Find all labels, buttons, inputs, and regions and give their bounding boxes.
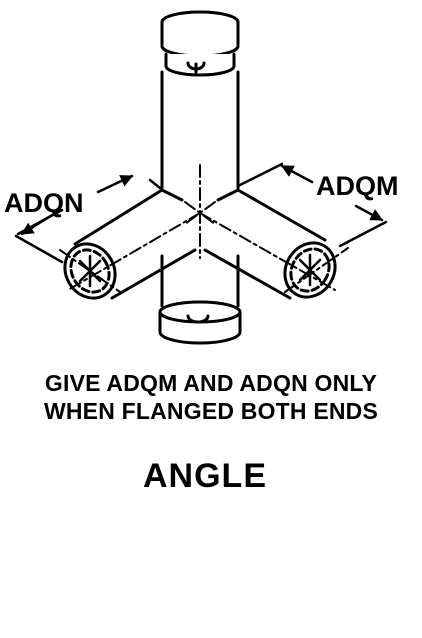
center-lines <box>59 164 349 293</box>
dimension-line-adqn <box>14 174 162 264</box>
vertical-body <box>160 70 240 308</box>
note-line-2: WHEN FLANGED BOTH ENDS <box>43 398 379 424</box>
top-flange <box>160 10 240 77</box>
diagram-caption: ANGLE <box>143 457 267 495</box>
note-line-1: GIVE ADQM AND ADQN ONLY <box>44 370 378 396</box>
bottom-flange <box>158 300 242 345</box>
adqn-label: ADQN <box>4 188 84 218</box>
right-branch <box>203 188 337 300</box>
dimension-line-adqm <box>236 162 388 248</box>
adqm-label: ADQM <box>316 171 399 201</box>
